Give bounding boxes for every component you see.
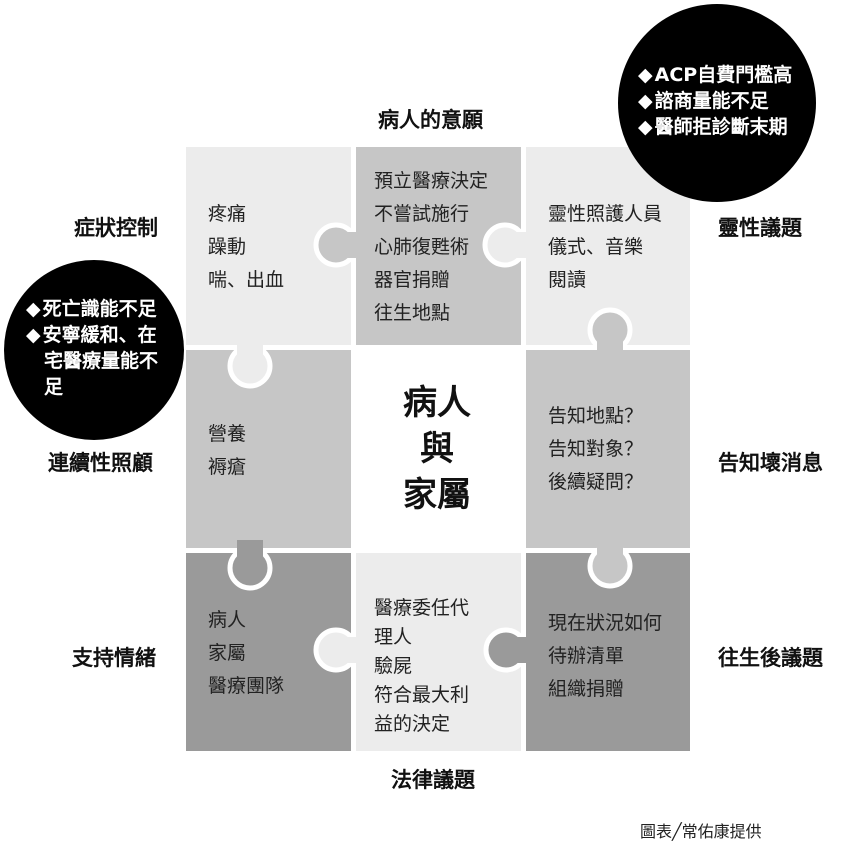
label-top: 病人的意願 <box>378 108 483 132</box>
cell-line: 不嘗試施行 <box>374 203 470 225</box>
center-line: 與 <box>420 429 454 469</box>
label-right-mid: 告知壞消息 <box>718 451 823 475</box>
cell-line: 器官捐贈 <box>374 269 451 291</box>
cell-line: 告知對象？ <box>548 438 644 460</box>
cell-line: 醫療委任代 <box>374 597 470 619</box>
center-title: 病人 與 家屬 <box>352 380 522 518</box>
label-right-top: 靈性議題 <box>718 216 802 240</box>
cell-line: 疼痛 <box>208 203 247 225</box>
label-left-bottom: 支持情緒 <box>72 646 156 670</box>
cell-line: 益的決定 <box>374 713 451 735</box>
cell-line: 褥瘡 <box>208 456 247 478</box>
cell-line: 儀式、音樂 <box>548 236 644 258</box>
cell-line: 告知地點？ <box>548 405 644 427</box>
label-left-top: 症狀控制 <box>74 216 158 240</box>
cell-line: 符合最大利 <box>374 684 470 706</box>
cell-mid-right: 告知地點？ 告知對象？ 後續疑問？ <box>548 400 643 499</box>
circle-item: ◆諮商量能不足 <box>638 90 769 112</box>
tile-mid-right <box>526 350 690 548</box>
circle-item: ◆ACP自費門檻高 <box>638 64 793 86</box>
cell-line: 往生地點 <box>374 302 451 324</box>
cell-line: 病人 <box>208 609 247 631</box>
cell-bottom-right: 現在狀況如何 待辦清單 組織捐贈 <box>548 607 662 706</box>
cell-top-right: 靈性照護人員 儀式、音樂 閱讀 <box>548 198 662 297</box>
label-left-mid: 連續性照顧 <box>48 451 153 475</box>
tile-mid-left <box>186 350 351 548</box>
cell-line: 心肺復甦術 <box>374 236 470 258</box>
center-line: 家屬 <box>403 475 471 515</box>
credit-caption: 圖表╱常佑康提供 <box>640 822 762 841</box>
cell-line: 預立醫療決定 <box>374 170 489 192</box>
cell-line: 營養 <box>208 423 247 445</box>
cell-line: 喘、出血 <box>208 269 285 291</box>
cell-line: 閱讀 <box>548 269 587 291</box>
circle-top-right: ◆ACP自費門檻高 ◆諮商量能不足 ◆醫師拒診斷末期 <box>618 4 816 202</box>
circle-item: ◆死亡識能不足 <box>26 298 157 320</box>
cell-line: 組織捐贈 <box>548 678 625 700</box>
cell-line: 待辦清單 <box>548 645 625 667</box>
cell-line: 躁動 <box>208 236 247 258</box>
cell-line: 後續疑問？ <box>548 471 644 493</box>
circle-item: ◆醫師拒診斷末期 <box>638 116 788 138</box>
label-bottom: 法律議題 <box>391 768 475 792</box>
cell-line: 醫療團隊 <box>208 675 285 697</box>
cell-mid-left: 營養 褥瘡 <box>208 418 246 484</box>
circle-item: ◆安寧緩和、在 <box>26 324 157 346</box>
cell-line: 理人 <box>374 626 413 648</box>
cell-top-mid: 預立醫療決定 不嘗試施行 心肺復甦術 器官捐贈 往生地點 <box>374 165 488 330</box>
label-right-bottom: 往生後議題 <box>718 646 823 670</box>
cell-line: 靈性照護人員 <box>548 203 663 225</box>
cell-top-left: 疼痛 躁動 喘、出血 <box>208 198 284 297</box>
circle-left: ◆死亡識能不足 ◆安寧緩和、在 宅醫療量能不 足 <box>4 260 184 440</box>
circle-item: 宅醫療量能不 <box>44 350 159 372</box>
cell-line: 驗屍 <box>374 655 413 677</box>
tile-center <box>356 350 521 548</box>
cell-bottom-left: 病人 家屬 醫療團隊 <box>208 604 284 703</box>
cell-line: 現在狀況如何 <box>548 612 663 634</box>
circle-item: 足 <box>44 376 64 398</box>
cell-line: 家屬 <box>208 642 247 664</box>
cell-bottom-mid: 醫療委任代 理人 驗屍 符合最大利 益的決定 <box>374 594 469 739</box>
center-line: 病人 <box>403 383 471 423</box>
